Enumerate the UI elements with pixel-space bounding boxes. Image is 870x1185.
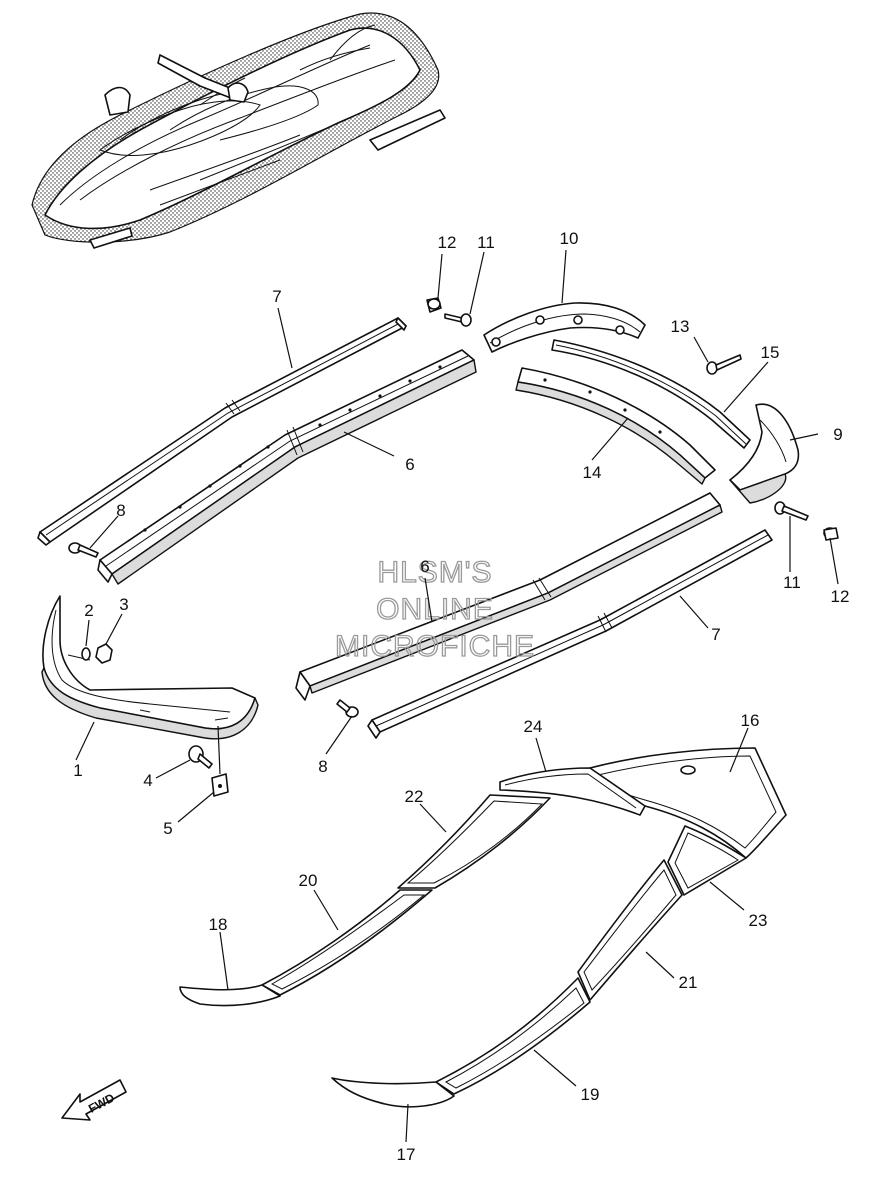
callout-20: 20 <box>299 871 318 890</box>
part-12-cap-top <box>426 297 442 313</box>
callout-11-top: 11 <box>477 233 495 252</box>
callout-8-left: 8 <box>116 501 125 520</box>
fwd-arrow: FWD <box>61 1079 127 1121</box>
callout-1: 1 <box>73 761 82 780</box>
callout-6-center: 6 <box>420 557 429 576</box>
part-17-mat <box>331 1077 455 1108</box>
callout-12-top: 12 <box>438 233 457 252</box>
watermark-line-1: HLSM'S <box>377 556 492 589</box>
part-8-screw-left <box>68 542 99 558</box>
callout-23: 23 <box>749 911 768 930</box>
part-24-mat <box>499 767 646 816</box>
callout-15: 15 <box>761 343 780 362</box>
part-23-mat <box>667 825 747 896</box>
part-6-left-rail <box>97 349 477 585</box>
callout-14: 14 <box>583 463 602 482</box>
part-12-cap-right <box>823 527 839 541</box>
callout-10: 10 <box>560 229 579 248</box>
part-6-center-rail <box>295 492 723 701</box>
callout-24: 24 <box>524 717 543 736</box>
watermark-line-3: MICROFICHE <box>335 630 535 663</box>
part-18-mat <box>179 984 281 1007</box>
part-14-arc-rail <box>515 367 716 485</box>
callout-16: 16 <box>741 711 760 730</box>
callout-6-left: 6 <box>405 455 414 474</box>
callout-7-left: 7 <box>272 287 281 306</box>
callout-12-right: 12 <box>831 587 850 606</box>
part-1-bumper <box>41 595 259 740</box>
callout-21: 21 <box>679 973 698 992</box>
callout-13: 13 <box>671 317 690 336</box>
part-8-screw-center <box>336 699 359 718</box>
callout-22: 22 <box>405 787 424 806</box>
callout-18: 18 <box>209 915 228 934</box>
part-11-pin-top <box>444 313 472 327</box>
part-9-rear-cover <box>729 403 800 504</box>
leader-lines <box>75 249 839 1143</box>
callout-4: 4 <box>143 771 152 790</box>
callout-2: 2 <box>84 601 93 620</box>
watermark-line-2: ONLINE <box>376 593 494 626</box>
part-2-washer <box>81 647 91 661</box>
part-19-mat <box>435 977 591 1095</box>
part-5-clip <box>211 773 229 797</box>
part-21-mat <box>577 859 683 1001</box>
callout-17: 17 <box>397 1145 416 1164</box>
callout-7-center: 7 <box>711 625 720 644</box>
part-3-nut <box>95 643 113 664</box>
part-20-mat <box>261 889 433 996</box>
callout-8-center: 8 <box>318 757 327 776</box>
watercraft-overview <box>31 12 446 249</box>
part-15-arc-rail <box>551 339 751 449</box>
part-7-left-strip <box>37 317 407 546</box>
part-4-bolt <box>188 745 213 769</box>
callout-3: 3 <box>119 595 128 614</box>
callout-19: 19 <box>581 1085 600 1104</box>
callout-11-right: 11 <box>783 573 801 592</box>
part-16-mat <box>589 747 787 859</box>
part-22-mat <box>397 794 551 889</box>
callout-9: 9 <box>833 425 842 444</box>
callout-5: 5 <box>163 819 172 838</box>
callout-labels: 1 2 3 4 5 6 6 7 7 8 8 9 10 11 11 12 12 1… <box>73 229 849 1164</box>
watermark: HLSM'S ONLINE MICROFICHE <box>334 555 535 663</box>
part-10-cap <box>483 302 646 353</box>
part-11-pin-right <box>774 501 809 521</box>
part-7-center-strip <box>367 529 773 739</box>
part-13-screw <box>706 354 742 375</box>
